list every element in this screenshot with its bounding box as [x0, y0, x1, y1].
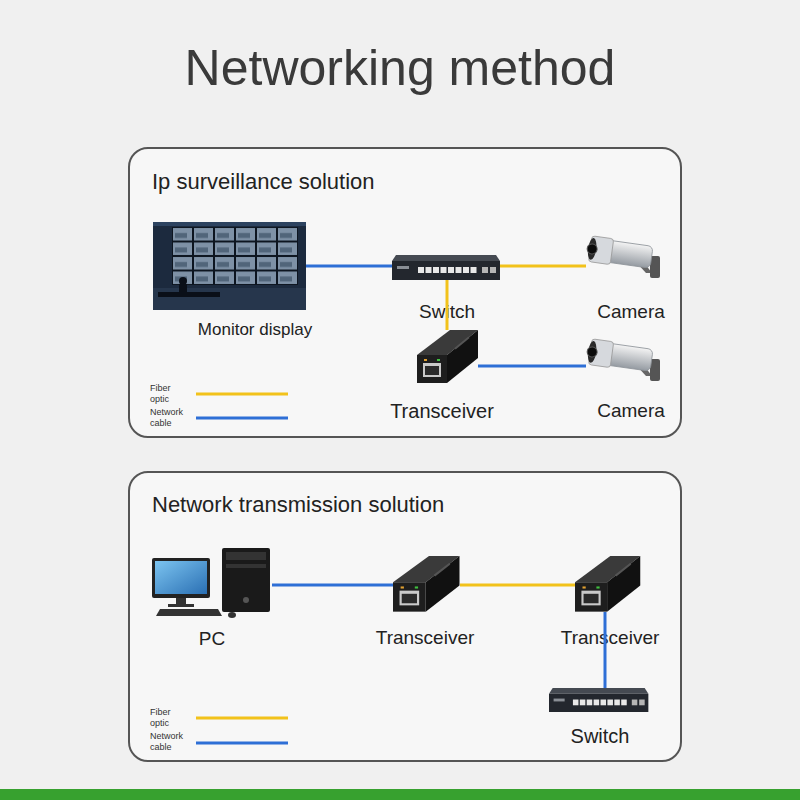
legend-sample — [194, 407, 294, 433]
device-label: Camera — [597, 300, 665, 323]
cable-line — [478, 365, 586, 368]
monitor-wall-photo — [153, 288, 306, 310]
device-node: Transceiver — [575, 556, 641, 612]
device-node: Transceiver — [417, 330, 478, 383]
legend-item: Network cable — [150, 407, 290, 433]
camera-icon — [585, 338, 660, 381]
legend-sample — [194, 707, 294, 733]
cable-line — [272, 584, 393, 587]
device-node: Camera — [586, 343, 662, 383]
device-label: Switch — [571, 724, 630, 748]
legend-text: Fiber optic — [150, 707, 190, 729]
device-label: Monitor display — [198, 320, 312, 340]
monitor-wall-photo — [158, 292, 220, 297]
legend-line — [196, 417, 288, 420]
legend-text: Network cable — [150, 407, 190, 429]
pc-icon — [155, 561, 207, 594]
legend-text: Fiber optic — [150, 383, 190, 405]
pc-icon — [222, 548, 270, 612]
cable-line — [446, 280, 449, 330]
device-label: Camera — [597, 399, 665, 422]
monitor-wall-photo — [179, 284, 187, 294]
pc-icon — [168, 604, 194, 607]
legend-sample — [194, 731, 294, 757]
transceiver-icon — [575, 556, 640, 612]
pc-icon — [152, 558, 210, 598]
device-node: Switch — [392, 255, 500, 280]
device-label: Transceiver — [561, 626, 660, 649]
cable-line — [460, 584, 575, 587]
footer-bar — [0, 789, 800, 800]
switch-icon — [549, 688, 648, 712]
transceiver-icon — [417, 330, 478, 383]
page-title: Networking method — [0, 38, 800, 98]
legend-text: Network cable — [150, 731, 190, 753]
transceiver-icon — [393, 556, 459, 612]
pc-icon — [152, 548, 270, 618]
pc-icon — [226, 564, 266, 568]
camera-icon — [585, 235, 660, 278]
device-node: Switch — [549, 688, 648, 712]
device-node: Monitor display — [153, 222, 306, 310]
legend-line — [196, 393, 288, 396]
pc-icon — [176, 598, 186, 604]
pc-icon — [228, 612, 236, 618]
legend-sample — [194, 383, 294, 409]
monitor-wall-photo — [172, 227, 298, 285]
monitor-wall-photo — [153, 222, 306, 310]
device-label: PC — [199, 627, 225, 650]
switch-icon — [392, 255, 500, 280]
panel-heading: Ip surveillance solution — [152, 169, 375, 195]
device-label: Transceiver — [376, 626, 475, 649]
legend-item: Fiber optic — [150, 707, 290, 733]
panel-heading: Network transmission solution — [152, 492, 444, 518]
device-node: Camera — [586, 240, 662, 280]
pc-icon — [156, 609, 222, 616]
pc-icon — [226, 552, 266, 560]
pc-icon — [243, 597, 249, 603]
cable-line — [604, 612, 607, 688]
monitor-wall-photo — [179, 277, 187, 285]
monitor-wall-photo — [153, 222, 306, 310]
cable-line — [500, 265, 586, 268]
device-label: Switch — [419, 300, 475, 323]
legend-item: Network cable — [150, 731, 290, 757]
device-label: Transceiver — [390, 399, 494, 423]
device-node: Transceiver — [393, 556, 460, 612]
cable-line — [306, 265, 392, 268]
device-node: PC — [152, 548, 272, 616]
legend-item: Fiber optic — [150, 383, 290, 409]
legend-line — [196, 742, 288, 745]
legend-line — [196, 717, 288, 720]
monitor-wall-photo — [153, 222, 306, 226]
